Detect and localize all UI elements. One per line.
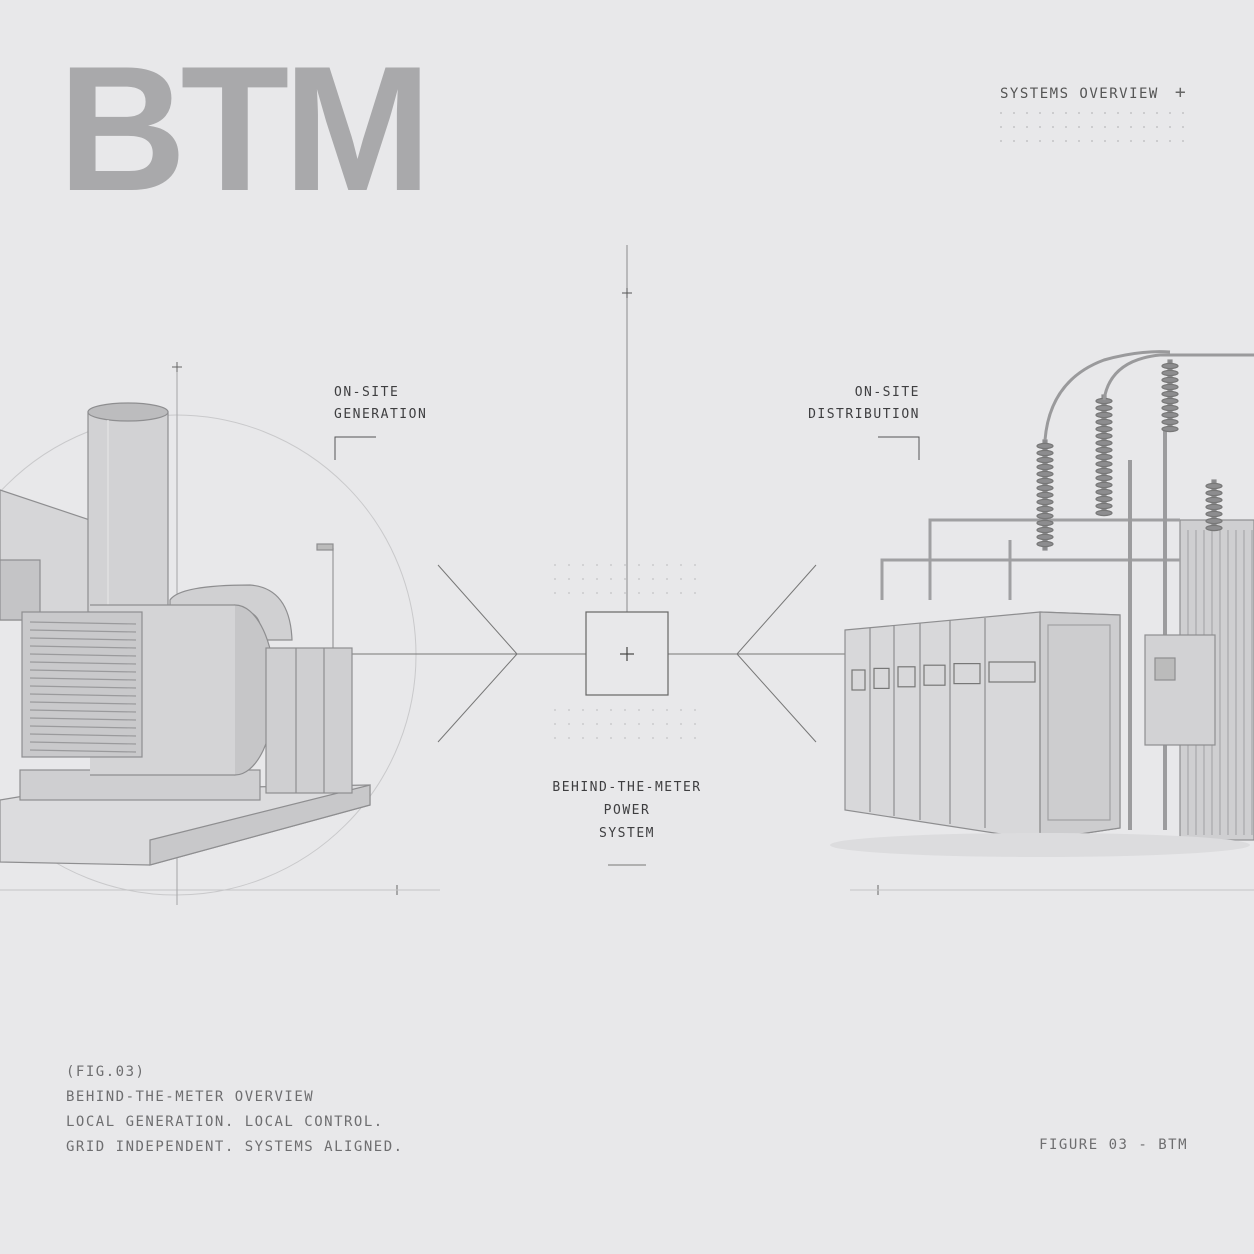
section-label: SYSTEMS OVERVIEW + [1000, 82, 1187, 103]
generation-label: ON-SITE GENERATION [334, 382, 427, 426]
center-label-line1: BEHIND-THE-METER [552, 780, 702, 795]
figure-id: FIGURE 03 - BTM [1039, 1137, 1188, 1153]
center-label-line2: POWER [603, 803, 651, 818]
dot-grid-top-right [1000, 112, 1184, 142]
center-label: BEHIND-THE-METER POWER SYSTEM [477, 776, 777, 845]
generation-label-line2: GENERATION [334, 407, 428, 422]
caption-fig-ref: (FIG.03) [66, 1064, 146, 1080]
center-plus-icon [620, 647, 634, 661]
caption-line1: BEHIND-THE-METER OVERVIEW [66, 1089, 315, 1105]
generator-illustration [0, 402, 371, 866]
center-label-line3: SYSTEM [599, 826, 655, 841]
distribution-label: ON-SITE DISTRIBUTION [808, 382, 920, 426]
crosshair-top [622, 288, 632, 298]
caption-line3: GRID INDEPENDENT. SYSTEMS ALIGNED. [66, 1139, 404, 1155]
caption-line2: LOCAL GENERATION. LOCAL CONTROL. [66, 1114, 384, 1130]
figure-caption: (FIG.03) BEHIND-THE-METER OVERVIEW LOCAL… [66, 1060, 404, 1160]
distribution-bracket [878, 436, 920, 460]
generation-label-line1: ON-SITE [334, 385, 400, 400]
generation-bracket [334, 436, 376, 460]
page-title: BTM [58, 29, 432, 228]
dot-patch-center [554, 564, 696, 739]
center-box [585, 611, 669, 696]
distribution-label-line2: DISTRIBUTION [808, 407, 920, 422]
chevron-right [736, 564, 817, 743]
distribution-label-line1: ON-SITE [854, 385, 920, 400]
substation-illustration [830, 350, 1254, 857]
section-label-text: SYSTEMS OVERVIEW [1000, 86, 1159, 102]
plus-icon: + [1174, 82, 1188, 103]
orbit-circle [0, 414, 417, 896]
chevron-left [437, 564, 518, 743]
